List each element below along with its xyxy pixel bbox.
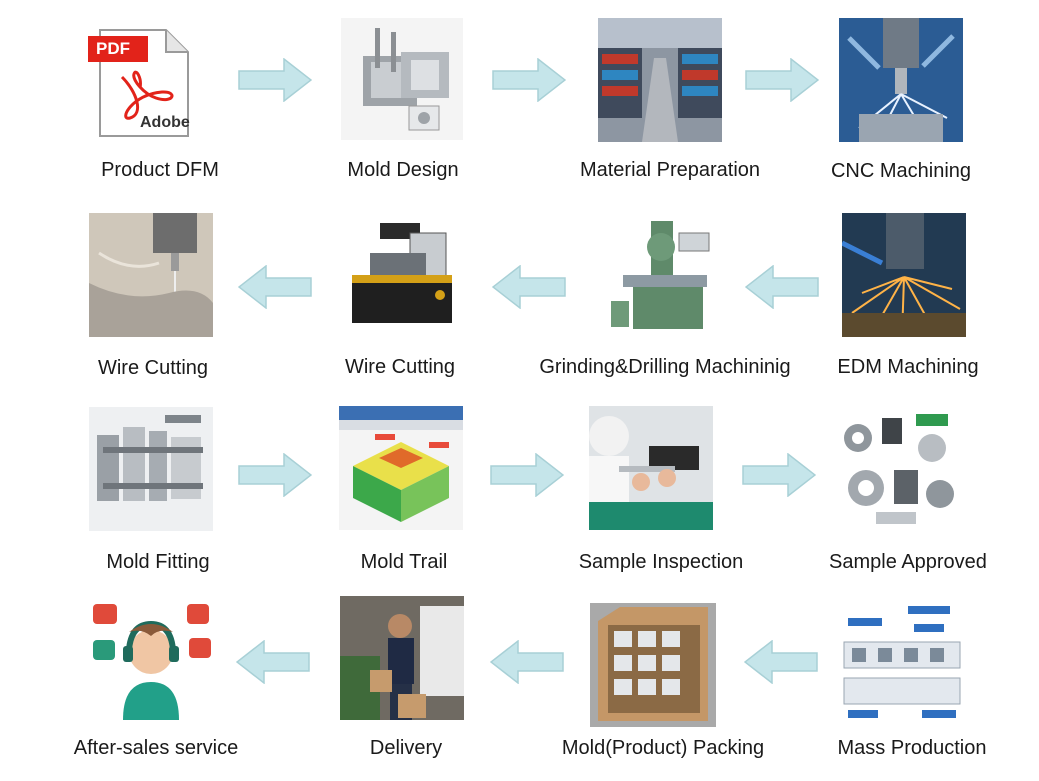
step-label: Material Preparation — [579, 159, 761, 181]
flow-arrow-right — [745, 58, 819, 102]
production-line-diagram — [838, 598, 966, 726]
step-label: Delivery — [369, 737, 443, 759]
flow-arrow-right — [238, 58, 312, 102]
step-label: Sample Approved — [829, 551, 987, 573]
flow-arrow-left — [744, 640, 818, 684]
step-label: Mold Trail — [360, 551, 448, 573]
cnc-spindle-photo — [839, 18, 963, 142]
step-label: Mass Production — [837, 737, 987, 759]
flow-arrow-left — [745, 265, 819, 309]
step-label: After-sales service — [73, 737, 239, 759]
flow-arrow-left — [238, 265, 312, 309]
warehouse-photo — [598, 18, 722, 142]
step-label: Wire Cutting — [344, 356, 456, 378]
flow-arrow-left — [236, 640, 310, 684]
mold-assembly-photo — [89, 407, 213, 531]
edm-sparks-photo — [842, 213, 966, 337]
headset-support-icon — [89, 596, 213, 720]
mold-simulation-screenshot — [339, 406, 463, 530]
step-label: CNC Machining — [830, 160, 972, 182]
step-label: Sample Inspection — [578, 551, 744, 573]
grinding-machine-photo — [603, 213, 727, 337]
mold-3d-model — [341, 18, 463, 140]
step-label: Product DFM — [101, 159, 219, 181]
parts-collection-photo — [836, 404, 964, 532]
step-label: Grinding&Drilling Machininig — [539, 356, 791, 378]
flow-arrow-left — [492, 265, 566, 309]
delivery-man-photo — [340, 596, 464, 720]
pdf-document-icon: PDF Adobe — [82, 22, 198, 138]
step-label: EDM Machining — [837, 356, 979, 378]
flow-arrow-right — [238, 453, 312, 497]
caliper-inspection-photo — [589, 406, 713, 530]
step-label: Mold Fitting — [106, 551, 210, 573]
pdf-badge-text: PDF — [96, 39, 130, 58]
step-label: Wire Cutting — [97, 357, 209, 379]
flow-arrow-right — [492, 58, 566, 102]
step-label: Mold Design — [347, 159, 459, 181]
step-label: Mold(Product) Packing — [561, 737, 765, 759]
wire-cutting-closeup-photo — [89, 213, 213, 337]
adobe-brand-text: Adobe — [140, 114, 190, 131]
packing-box-photo — [590, 603, 716, 727]
flow-arrow-right — [742, 453, 816, 497]
flow-arrow-right — [490, 453, 564, 497]
flow-arrow-left — [490, 640, 564, 684]
wire-edm-machine-photo — [340, 213, 464, 337]
